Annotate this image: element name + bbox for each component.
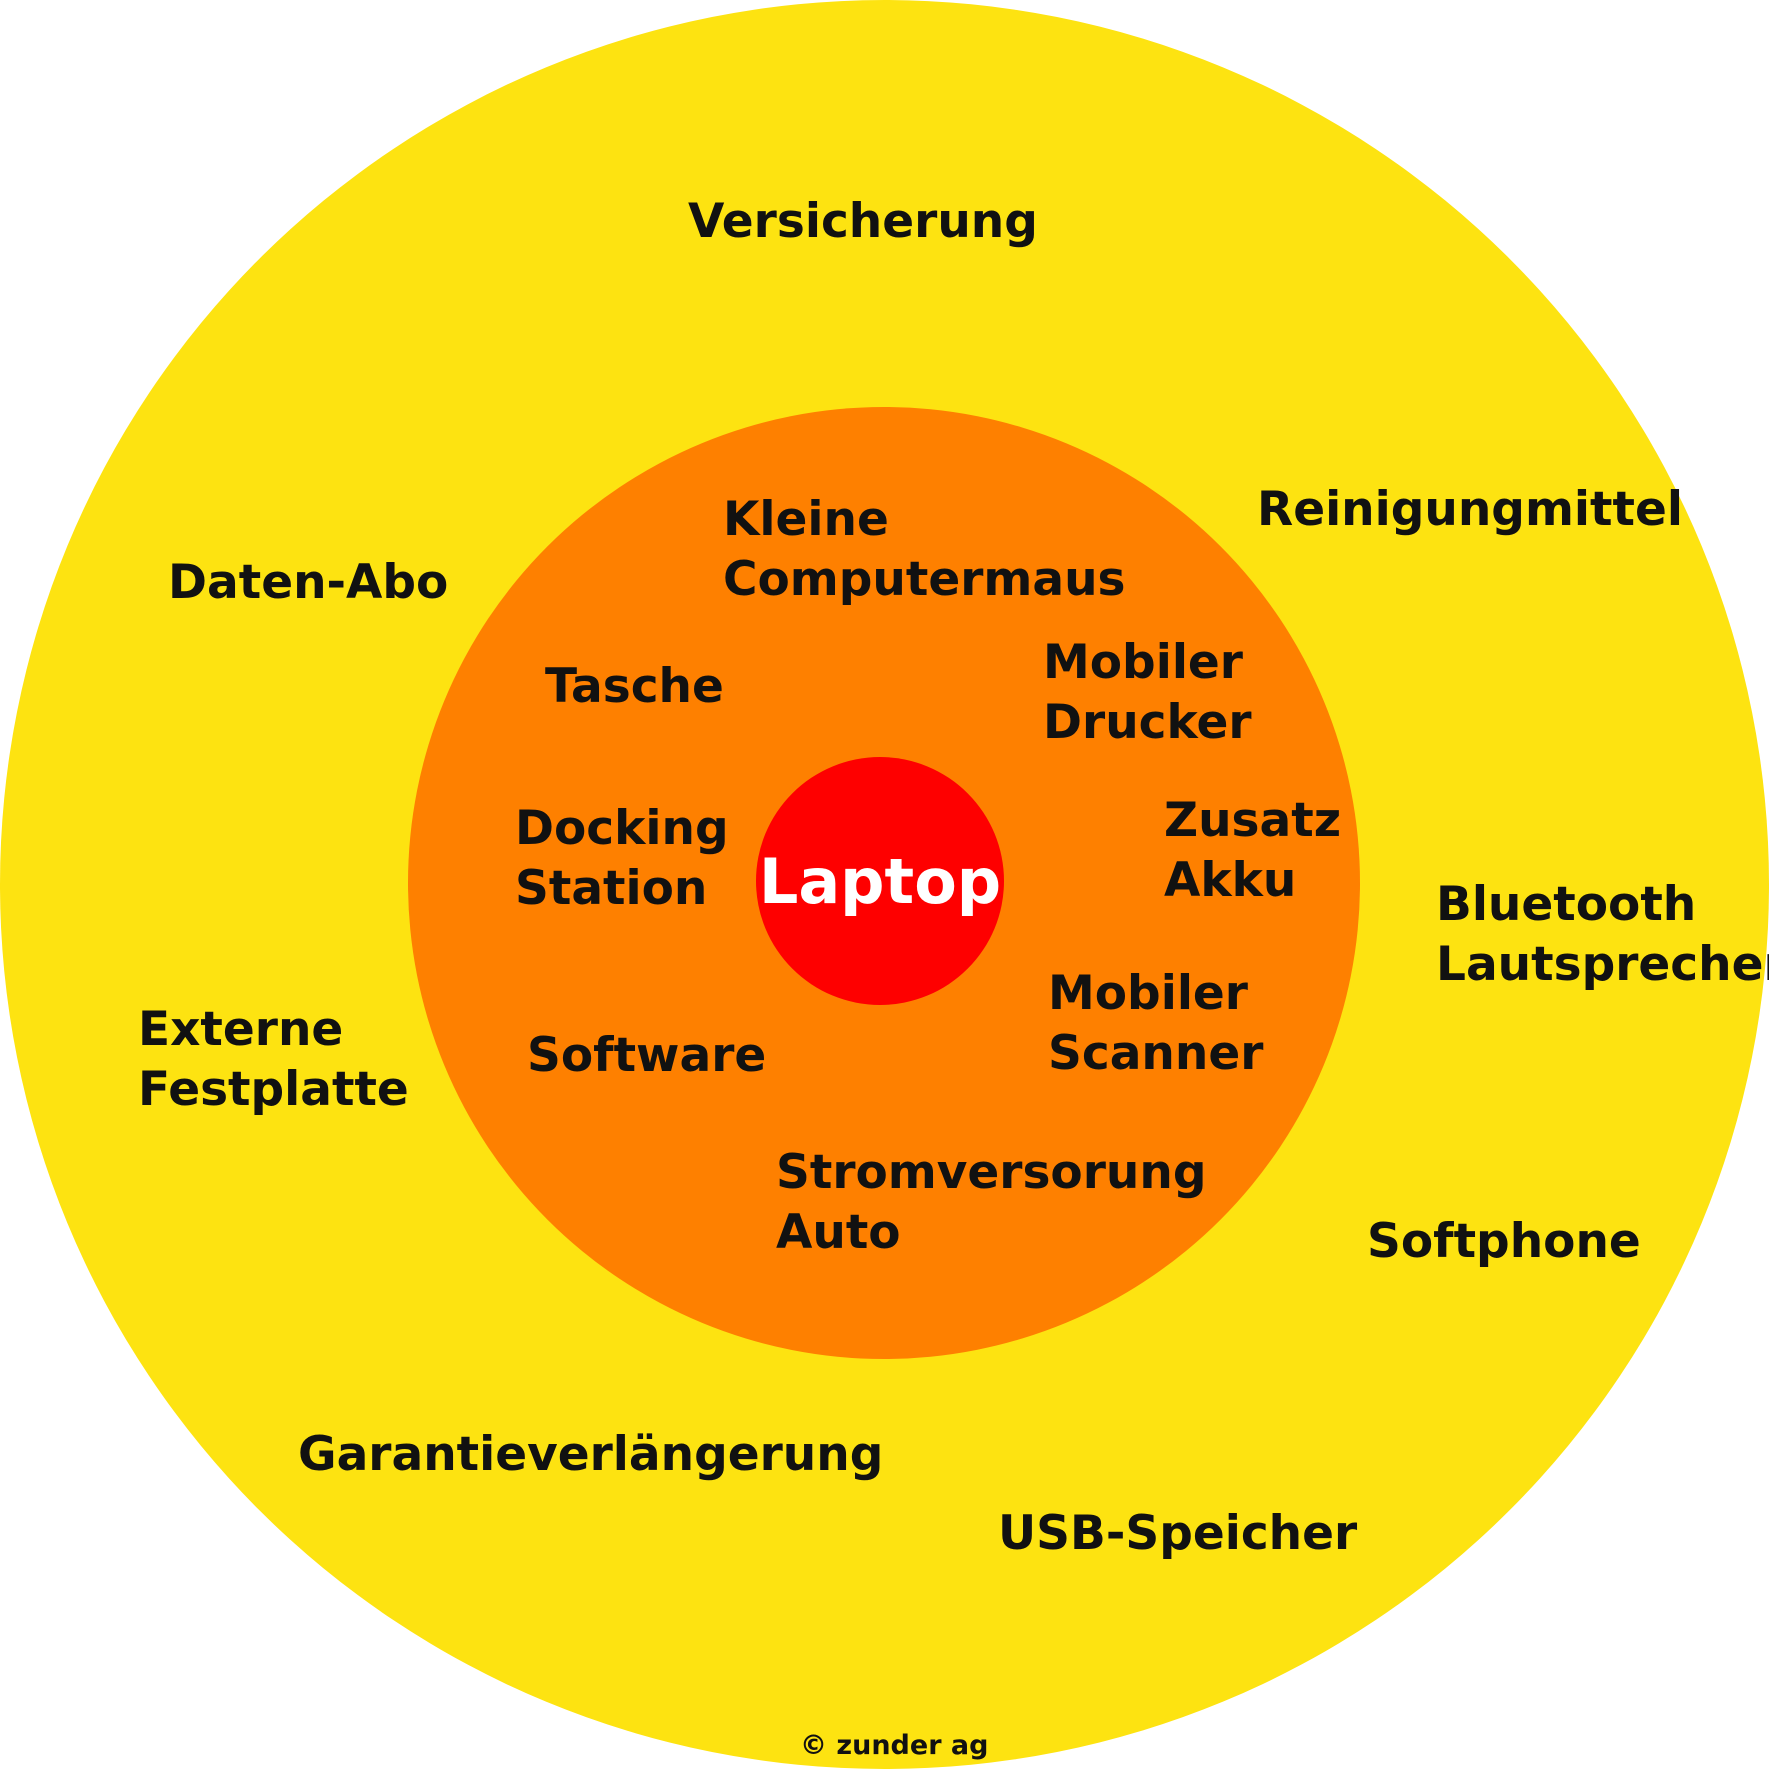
middle-item-line: Akku [1164, 853, 1297, 908]
outer-item-bluetooth-lautsprecher: Bluetooth Lautsprecher [1436, 875, 1769, 995]
middle-item-line: Mobiler [1048, 966, 1248, 1021]
copyright-notice: © zunder ag [800, 1730, 989, 1761]
middle-item-computermaus: Kleine Computermaus [723, 490, 1126, 610]
outer-item-line: Festplatte [138, 1062, 409, 1117]
middle-item-line: Computermaus [723, 552, 1126, 607]
middle-item-mobiler-drucker: Mobiler Drucker [1043, 633, 1252, 753]
middle-item-line: Software [527, 1028, 767, 1083]
middle-item-software: Software [527, 1026, 766, 1086]
middle-item-docking-station: Docking Station [515, 799, 729, 919]
middle-item-line: Drucker [1043, 695, 1252, 750]
outer-item-line: USB-Speicher [998, 1506, 1358, 1561]
middle-item-mobiler-scanner: Mobiler Scanner [1048, 964, 1263, 1084]
outer-item-line: Lautsprecher [1436, 937, 1769, 992]
outer-item-garantieverlaengerung: Garantieverlängerung [298, 1425, 883, 1485]
middle-item-line: Stromversorung [776, 1145, 1207, 1200]
middle-item-line: Zusatz [1164, 793, 1342, 848]
middle-item-line: Station [515, 861, 708, 916]
middle-item-stromversorgung-auto: Stromversorung Auto [776, 1143, 1206, 1263]
outer-item-line: Versicherung [688, 194, 1038, 249]
middle-item-line: Tasche [545, 659, 724, 714]
outer-item-softphone: Softphone [1367, 1212, 1641, 1272]
middle-item-line: Auto [776, 1205, 901, 1260]
outer-item-line: Daten-Abo [168, 555, 449, 610]
outer-item-reinigungmittel: Reinigungmittel [1257, 480, 1683, 540]
outer-item-line: Bluetooth [1436, 877, 1697, 932]
core-label: Laptop [758, 844, 1002, 918]
outer-item-versicherung: Versicherung [688, 192, 1038, 252]
outer-item-daten-abo: Daten-Abo [168, 553, 448, 613]
outer-item-usb-speicher: USB-Speicher [998, 1504, 1357, 1564]
outer-item-line: Garantieverlängerung [298, 1427, 884, 1482]
middle-item-line: Mobiler [1043, 635, 1243, 690]
outer-item-line: Softphone [1367, 1214, 1641, 1269]
middle-item-line: Docking [515, 801, 729, 856]
outer-item-line: Externe [138, 1002, 344, 1057]
middle-item-line: Kleine [723, 492, 889, 547]
outer-item-line: Reinigungmittel [1257, 482, 1683, 537]
middle-item-tasche: Tasche [545, 657, 724, 717]
outer-item-externe-festplatte: Externe Festplatte [138, 1000, 409, 1120]
middle-item-zusatz-akku: Zusatz Akku [1164, 791, 1341, 911]
core-circle [756, 757, 1004, 1005]
middle-item-line: Scanner [1048, 1026, 1264, 1081]
